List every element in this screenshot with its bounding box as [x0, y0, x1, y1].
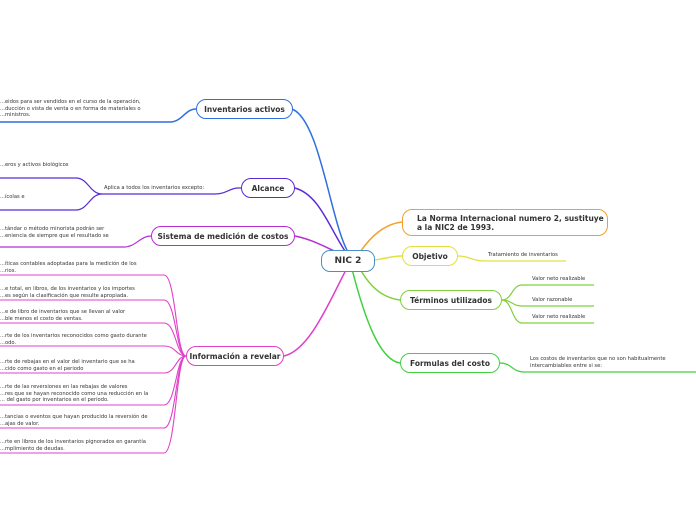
leaf-alcance-1: ...eros y activos biológicos — [0, 162, 69, 168]
leaf-informacion-3: ...e de libro de inventarios que se llev… — [0, 309, 126, 322]
leaf-terminos-1: Valor neto realizable — [532, 276, 586, 282]
root-node[interactable]: NIC 2 — [321, 250, 375, 272]
alcance-sub-label: Aplica a todos los inventarios excepto: — [104, 185, 205, 191]
connector-norma — [359, 221, 403, 253]
leaf-informacion-8: ...rte en libros de los inventarios pign… — [0, 439, 146, 452]
leaf-informacion-1: ...íticas contables adoptadas para la me… — [0, 261, 137, 274]
connector-medicion-leaf — [0, 235, 152, 248]
connector-formulas — [351, 268, 401, 364]
leaf-inventarios-activos: ...eidos para ser vendidos en el curso d… — [0, 99, 141, 118]
topic-formulas-costo[interactable]: Formulas del costo — [400, 353, 500, 373]
leaf-formulas: Los costos de inventarios que no son hab… — [530, 356, 666, 369]
leaf-sistema-medicion: ...tándar o método minorista podrán ser … — [0, 226, 109, 239]
leaf-informacion-5: ...rte de rebajas en el valor del invent… — [0, 359, 135, 372]
leaf-informacion-6: ...rte de las reversiones en las rebajas… — [0, 384, 149, 403]
connector-objetivo-leaf — [457, 255, 566, 262]
connector-terminos — [359, 268, 401, 301]
topic-sistema-medicion[interactable]: Sistema de medición de costos — [151, 226, 295, 246]
connector-inventarios-activos — [291, 108, 349, 253]
topic-objetivo[interactable]: Objetivo — [402, 246, 458, 266]
connector-terminos-leaf3 — [501, 299, 594, 324]
leaf-alcance-2: ...ícolas e — [0, 194, 25, 200]
connector-formulas-leaf — [499, 362, 696, 373]
leaf-informacion-4: ...rte de los inventarios reconocidos co… — [0, 333, 147, 346]
leaf-terminos-2: Valor razonable — [532, 297, 573, 303]
connector-alcance-leaf1 — [0, 177, 103, 195]
informacion-leaf-connectors — [0, 274, 187, 454]
topic-informacion-revelar[interactable]: Información a revelar — [186, 346, 284, 366]
connector-alcance-sub — [102, 187, 241, 195]
connector-objetivo — [374, 255, 403, 261]
connector-inventarios-leaf — [0, 108, 197, 123]
connector-terminos-leaf1 — [501, 284, 594, 301]
connector-alcance-leaf2 — [0, 193, 103, 211]
connector-informacion — [283, 267, 348, 357]
leaf-informacion-7: ...tancias o eventos que hayan producido… — [0, 414, 148, 427]
topic-terminos-utilizados[interactable]: Términos utilizados — [400, 290, 502, 310]
connector-alcance — [294, 187, 348, 255]
leaf-terminos-3: Valor neto realizable — [532, 314, 586, 320]
topic-inventarios-activos[interactable]: Inventarios activos — [196, 99, 293, 119]
topic-norma-internacional[interactable]: La Norma Internacional numero 2, sustitu… — [402, 209, 608, 236]
leaf-objetivo: Tratamiento de inventarios — [488, 252, 558, 258]
topic-alcance[interactable]: Alcance — [241, 178, 295, 198]
leaf-informacion-2: ...e total, en libros, de los inventario… — [0, 286, 135, 299]
